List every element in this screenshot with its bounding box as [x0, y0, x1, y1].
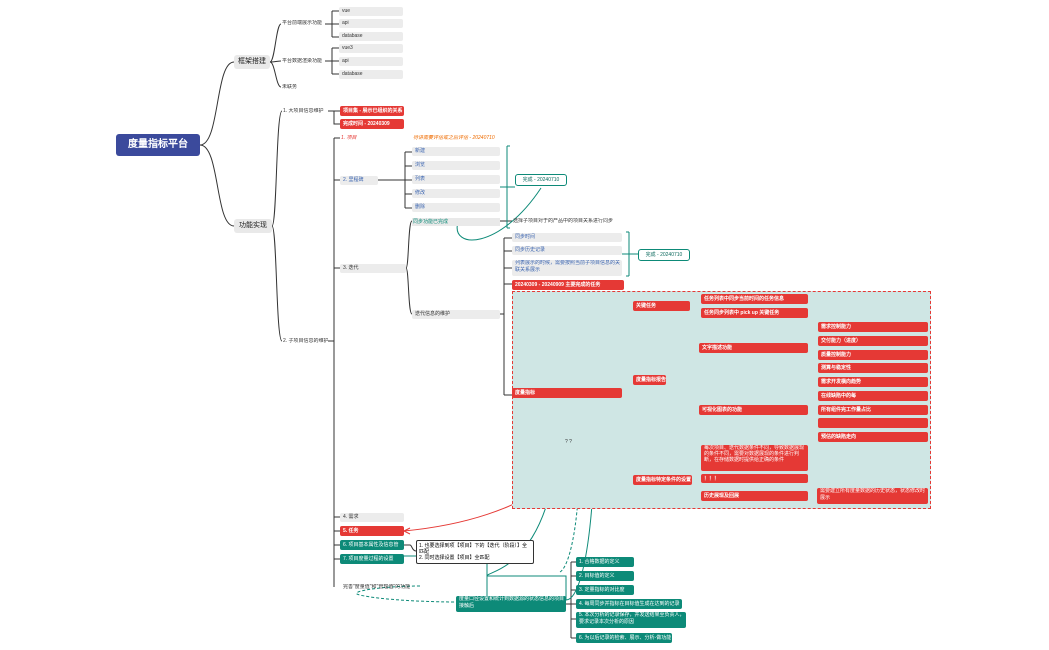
node-sync-note[interactable]: 选择子项目对于的产品中的项目关系进行同步 — [513, 218, 614, 224]
node-data-render[interactable]: 平台数据渲染功能 — [282, 58, 323, 64]
node-milestone-delete[interactable]: 删除 — [412, 203, 500, 212]
node-task[interactable]: 5. 任务 — [340, 526, 404, 536]
node-item-project-note[interactable]: 待讲需要评估或之后评估 - 20240710 — [413, 135, 495, 141]
node-done-date[interactable]: 完成时间 - 20240309 — [340, 119, 404, 129]
node-condition-text[interactable]: 每次项目、迭代数据条件不同，导致数据展现的条件不同，需要对数据展现的条件进行判断… — [701, 445, 808, 471]
node-metric-process[interactable]: 7. 项目度量过程的设置 — [340, 554, 404, 564]
node-right-1[interactable]: 1. 合格数据的定义 — [576, 557, 634, 567]
node-quality[interactable]: 质量控制能力 — [818, 350, 928, 360]
node-vue3[interactable]: vue3 — [339, 44, 403, 53]
node-demand-control[interactable]: 需求控制能力 — [818, 322, 928, 332]
node-history-note[interactable]: 需要建立所有度量数据的历史状态，状态修改时展示 — [817, 488, 928, 504]
node-visual-forecast[interactable]: 预估的缺陷走向 — [818, 432, 928, 442]
node-delivery[interactable]: 交付能力（进度） — [818, 336, 928, 346]
node-frontend-display[interactable]: 平台前端展示功能 — [282, 20, 323, 26]
node-visual-trend[interactable]: 需求开发横向趋势 — [818, 377, 928, 387]
node-bottom-center[interactable]: 度量口径设置和统计到数据源的状态信息的项目接触后 — [456, 596, 566, 612]
node-milestone[interactable]: 2. 里程碑 — [340, 176, 378, 185]
node-visual-workload[interactable]: 所有组件完工作量占比 — [818, 405, 928, 415]
root-node[interactable]: 度量指标平台 — [116, 134, 200, 156]
node-visual-empty[interactable] — [818, 418, 928, 428]
node-api-2[interactable]: api — [339, 57, 403, 66]
node-demand[interactable]: 4. 需求 — [340, 513, 404, 522]
node-metric-condition[interactable]: 度量指标特定条件的设置 — [633, 475, 692, 485]
node-text-desc[interactable]: 文字描述功能 — [699, 343, 808, 353]
node-selection-note[interactable]: 1. 也要选择到项【项目】下的【迭代（阶段）】全匹配 2. 同时选择设置【项目】… — [416, 540, 534, 564]
branch-features[interactable]: 功能实现 — [234, 219, 272, 233]
node-main-tasks[interactable]: 20240309 - 20240909 主要完成的任务 — [512, 280, 624, 290]
node-milestone-list[interactable]: 列表 — [412, 175, 500, 184]
node-question-mark: ? ? — [565, 439, 572, 445]
node-vue[interactable]: vue — [339, 7, 403, 16]
node-project-set[interactable]: 项目集 - 展示已组织的关系 — [340, 106, 404, 116]
node-right-6[interactable]: 6. 为以后记录的检索、展示、分析-做功能 — [576, 633, 672, 643]
node-big-project[interactable]: 1. 大项目信息维护 — [283, 108, 324, 114]
node-milestone-browse[interactable]: 浏览 — [412, 161, 500, 170]
node-iteration[interactable]: 3. 迭代 — [340, 264, 406, 273]
node-exclaim[interactable]: ！！！ — [701, 474, 808, 483]
node-metric-report[interactable]: 度量指标报告 — [633, 375, 666, 385]
selection-note-line-2: 2. 同时选择设置【项目】全匹配 — [419, 555, 490, 561]
node-project-attrs[interactable]: 6. 项目基本属性及信息管 — [340, 540, 404, 550]
node-database[interactable]: database — [339, 32, 403, 41]
node-right-3[interactable]: 3. 定量指标的对比度 — [576, 585, 634, 595]
node-list-display[interactable]: 列表展示的时候，需要按照当前子项目信息的关联关系展示 — [512, 260, 622, 276]
node-item-project[interactable]: 1. 项目 — [341, 135, 357, 141]
node-stability[interactable]: 测算与稳定性 — [818, 363, 928, 373]
node-right-5[interactable]: 5. 本次分析的记录保存，并发送结果至负责人，要求记录本次分析的原因 — [576, 612, 686, 628]
node-milestone-new[interactable]: 新建 — [412, 147, 500, 156]
branch-framework[interactable]: 框架搭建 — [234, 55, 270, 69]
node-key-task-sync[interactable]: 任务列表中同步当前时间的任务信息 — [701, 294, 808, 304]
node-metric[interactable]: 度量指标 — [512, 388, 622, 398]
node-sub-project[interactable]: 2. 子项目信息的维护 — [283, 338, 328, 344]
node-visual-defect[interactable]: 在线缺陷中的每 — [818, 391, 928, 401]
node-other[interactable]: 未联务 — [282, 84, 298, 90]
node-sync-time[interactable]: 同步时间 — [512, 233, 622, 242]
node-dashed-note[interactable]: 完善"度量值"和"管理值"的功能 — [343, 584, 411, 590]
node-key-task-pick[interactable]: 任务同步列表中 pick up 关键任务 — [701, 308, 808, 318]
node-visual[interactable]: 可视化图表的功能 — [699, 405, 808, 415]
selection-note-line-1: 1. 也要选择到项【项目】下的【迭代（阶段）】全匹配 — [419, 543, 528, 555]
node-iteration-done[interactable]: 完成 - 20240710 — [638, 249, 690, 261]
node-milestone-edit[interactable]: 修改 — [412, 189, 500, 198]
node-key-task[interactable]: 关键任务 — [633, 301, 690, 311]
node-right-4[interactable]: 4. 每周同步并指标在目标值生成在达到的记录 — [576, 599, 682, 609]
node-sync-done[interactable]: 同步功能已完成 — [412, 218, 500, 226]
node-sync-history[interactable]: 同步历史记录 — [512, 246, 622, 255]
node-database-2[interactable]: database — [339, 70, 403, 79]
node-right-2[interactable]: 2. 目标值的定义 — [576, 571, 634, 581]
node-iteration-maintain[interactable]: 迭代信息的维护 — [412, 310, 500, 319]
node-api[interactable]: api — [339, 19, 403, 28]
node-milestone-done[interactable]: 完成 - 20240710 — [515, 174, 567, 186]
node-history[interactable]: 历史展现及回展 — [701, 491, 808, 501]
